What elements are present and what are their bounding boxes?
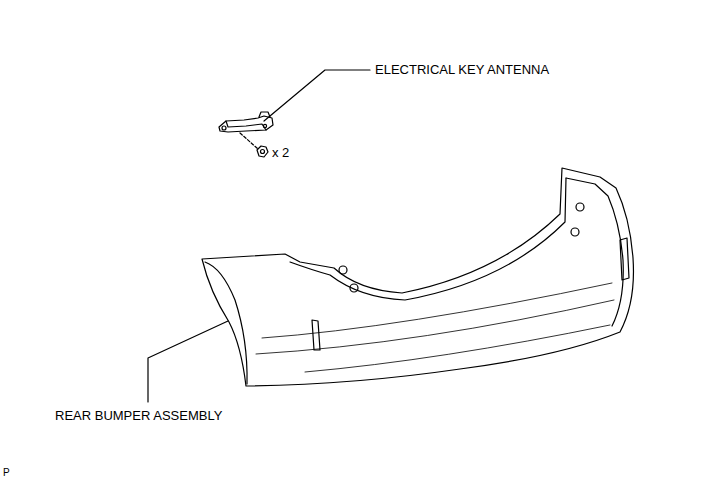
bumper-illustration	[202, 168, 633, 386]
antenna-part	[219, 112, 273, 132]
leader-line	[264, 70, 370, 121]
nut-symbol	[257, 146, 268, 157]
part-name: ELECTRICAL KEY ANTENNA	[374, 62, 550, 78]
part-name: REAR BUMPER ASSEMBLY	[54, 408, 223, 424]
page-mark: P	[2, 465, 11, 481]
leader-line	[148, 321, 228, 402]
dashed-guide	[240, 133, 258, 149]
quantity-label: x 2	[271, 145, 290, 161]
